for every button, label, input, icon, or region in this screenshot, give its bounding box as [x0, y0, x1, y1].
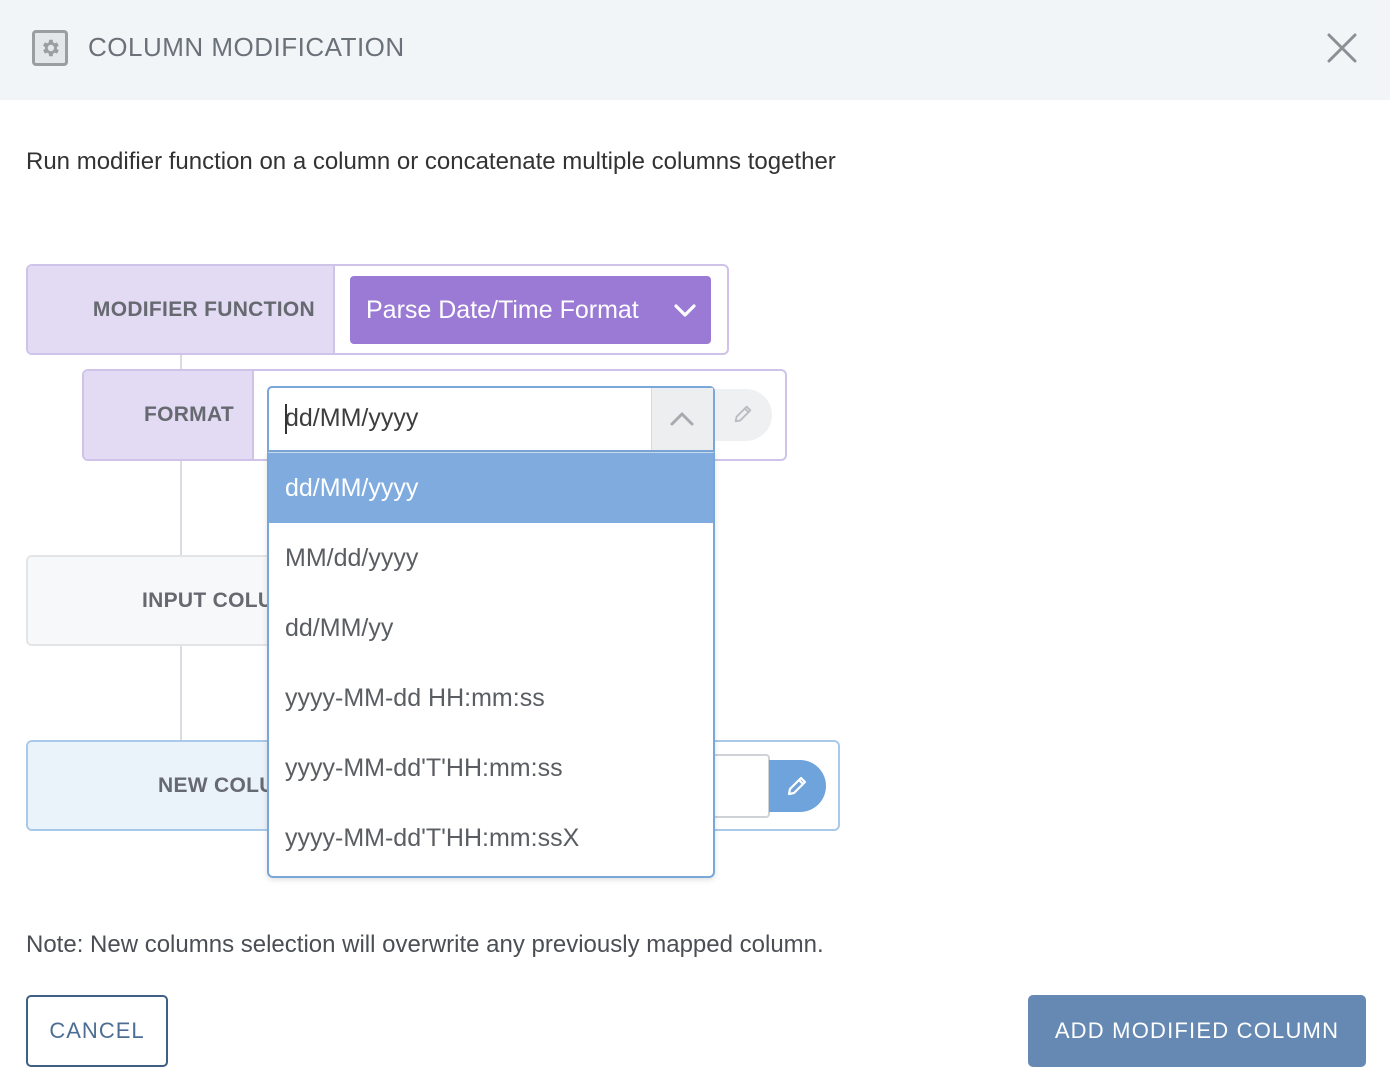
- connector-line: [180, 645, 182, 741]
- modifier-function-row: MODIFIER FUNCTION Parse Date/Time Format: [26, 264, 729, 355]
- new-column-edit-button[interactable]: [769, 760, 826, 812]
- dialog-title: COLUMN MODIFICATION: [88, 32, 405, 62]
- modifier-function-value: Parse Date/Time Format: [366, 295, 639, 324]
- format-edit-button[interactable]: [714, 389, 772, 441]
- new-column-input[interactable]: [708, 754, 770, 818]
- format-option[interactable]: yyyy-MM-dd'T'HH:mm:ssX: [285, 823, 580, 852]
- format-option[interactable]: dd/MM/yy: [285, 613, 394, 642]
- format-option[interactable]: yyyy-MM-dd HH:mm:ss: [285, 683, 545, 712]
- format-option[interactable]: yyyy-MM-dd'T'HH:mm:ss: [285, 753, 563, 782]
- modifier-function-label: MODIFIER FUNCTION: [28, 266, 335, 353]
- format-option[interactable]: dd/MM/yyyy: [269, 453, 713, 523]
- modifier-function-select[interactable]: Parse Date/Time Format: [350, 276, 711, 344]
- connector-line: [180, 460, 182, 556]
- text-caret: [285, 404, 287, 434]
- pencil-icon: [787, 776, 807, 796]
- format-input-value[interactable]: dd/MM/yyyy: [285, 404, 419, 432]
- format-option[interactable]: MM/dd/yyyy: [285, 543, 419, 572]
- add-modified-column-button[interactable]: ADD MODIFIED COLUMN: [1028, 995, 1366, 1067]
- dialog-header: COLUMN MODIFICATION: [0, 0, 1390, 100]
- format-options-menu: dd/MM/yyyy MM/dd/yyyy dd/MM/yy yyyy-MM-d…: [267, 452, 715, 878]
- dialog-description: Run modifier function on a column or con…: [26, 148, 836, 175]
- close-icon[interactable]: [1324, 30, 1360, 66]
- chevron-up-icon: [670, 412, 694, 426]
- overwrite-note: Note: New columns selection will overwri…: [26, 931, 824, 958]
- chevron-down-icon: [673, 298, 697, 329]
- format-combobox[interactable]: dd/MM/yyyy: [267, 386, 715, 452]
- format-dropdown-toggle[interactable]: [651, 388, 713, 450]
- gear-icon: [32, 30, 68, 66]
- cancel-button[interactable]: CANCEL: [26, 995, 168, 1067]
- connector-line: [180, 354, 182, 370]
- format-label: FORMAT: [84, 371, 254, 459]
- pencil-icon: [734, 405, 752, 423]
